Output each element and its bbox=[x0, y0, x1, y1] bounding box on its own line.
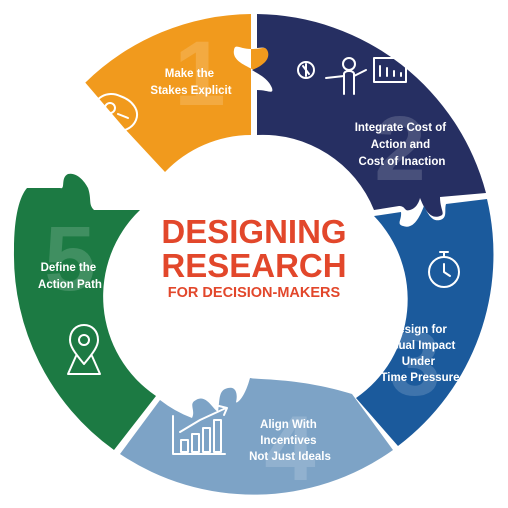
steak-icon bbox=[88, 93, 138, 142]
stopwatch-icon bbox=[428, 251, 460, 288]
segment-5: 5 Define the Action Path bbox=[13, 173, 156, 451]
segment-4-number: 4 bbox=[264, 398, 315, 500]
segment-1-number: 1 bbox=[174, 23, 225, 125]
segment-3-label: Design for Visual Impact Under Time Pres… bbox=[380, 324, 459, 384]
segment-3-shape bbox=[356, 199, 494, 446]
segment-1-shape bbox=[85, 14, 275, 172]
segment-1-label: Make the Stakes Explicit bbox=[150, 68, 231, 97]
center-title: DESIGNING RESEARCH FOR DECISION-MAKERS bbox=[161, 213, 346, 301]
segment-2-number: 2 bbox=[374, 98, 425, 200]
segment-2: 2 Integrate Cost of Action and Cost of I… bbox=[252, 14, 486, 217]
center-hole bbox=[138, 138, 370, 370]
segment-4: 4 Align With Incentives Not Just Ideals bbox=[120, 378, 393, 500]
segment-5-label: Define the Action Path bbox=[38, 262, 102, 291]
segment-4-shape bbox=[120, 378, 393, 495]
title-line-2: RESEARCH bbox=[161, 247, 346, 284]
segment-2-label: Integrate Cost of Action and Cost of Ina… bbox=[355, 122, 450, 168]
growth-bar-chart-icon bbox=[172, 405, 228, 455]
segment-4-label: Align With Incentives Not Just Ideals bbox=[249, 419, 331, 463]
segment-3-number: 3 bbox=[389, 313, 440, 415]
segment-3: 3 Design for Visual Impact Under Time Pr… bbox=[356, 199, 494, 446]
segment-5-number: 5 bbox=[44, 208, 95, 310]
segment-5-shape bbox=[13, 173, 156, 451]
title-line-3: FOR DECISION-MAKERS bbox=[168, 285, 341, 301]
title-line-1: DESIGNING bbox=[161, 213, 346, 250]
presenter-with-chart-icon bbox=[297, 57, 407, 95]
map-pin-icon bbox=[67, 324, 101, 375]
segment-2-shape bbox=[252, 14, 486, 217]
segment-1: 1 Make the Stakes Explicit bbox=[85, 14, 275, 172]
